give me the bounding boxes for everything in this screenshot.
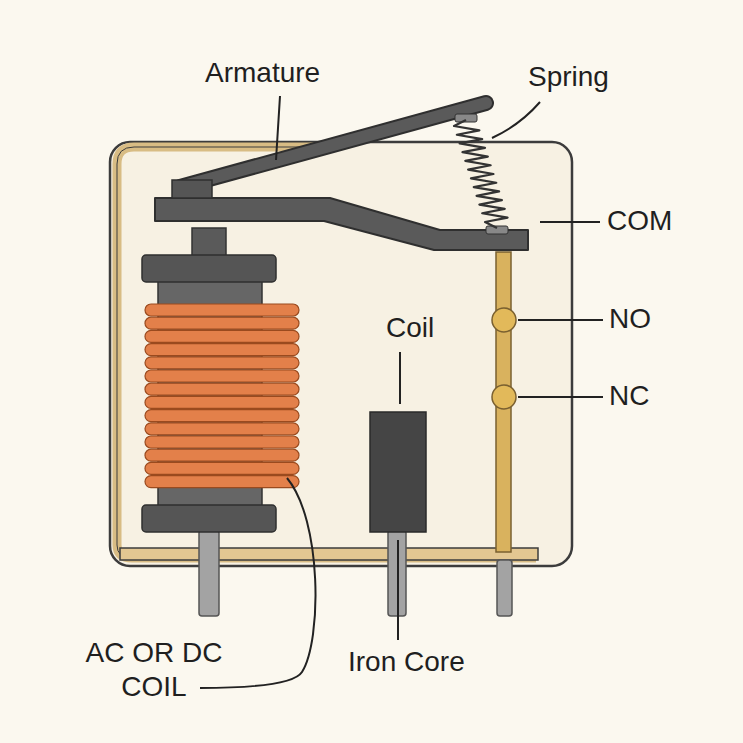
coil-winding [145, 344, 299, 356]
coil-winding [145, 370, 299, 382]
terminal-label: COM [607, 204, 672, 238]
spring-coil [454, 120, 508, 228]
armature-lever-edge [180, 103, 486, 187]
core-stem [192, 228, 226, 258]
coil-winding [145, 423, 299, 435]
coil-winding [145, 476, 299, 488]
leader-line [540, 221, 600, 223]
housing-frame [117, 147, 536, 558]
leader-line [399, 352, 401, 404]
base-plate [120, 548, 538, 560]
coil-bottom-cap [142, 505, 276, 532]
iron-core-block [370, 412, 426, 532]
coil-winding [145, 436, 299, 448]
contact-pin [497, 560, 512, 616]
spring-coil-path [454, 120, 508, 228]
nc-contact [492, 385, 516, 409]
coil-windings [145, 304, 299, 488]
part-label: Spring [528, 60, 609, 94]
part-label: Iron Core [348, 645, 465, 679]
coil-winding [145, 330, 299, 342]
coil-winding [145, 317, 299, 329]
coil-pin [199, 530, 219, 616]
no-contact [492, 308, 516, 332]
terminal-label: NC [609, 379, 649, 413]
coil-top-cap [142, 255, 276, 282]
leader-line [492, 102, 540, 138]
leader-line [518, 396, 603, 398]
coil-winding [145, 357, 299, 369]
leader-line [518, 319, 603, 321]
leader-line [397, 540, 399, 640]
armature-lever [180, 103, 486, 187]
part-label: Armature [205, 56, 320, 90]
coil-winding [145, 410, 299, 422]
armature-hinge [172, 180, 212, 198]
terminal-label: NO [609, 302, 651, 336]
coil-winding [145, 396, 299, 408]
part-label: AC OR DC COIL [70, 636, 238, 703]
housing-frame-edge [117, 147, 536, 558]
armature-plate [155, 198, 528, 250]
coil-winding [145, 304, 299, 316]
part-label: Coil [386, 311, 434, 345]
coil-winding [145, 462, 299, 474]
coil-winding [145, 449, 299, 461]
relay-housing [110, 142, 572, 566]
leader-line [276, 96, 280, 160]
coil-winding [145, 383, 299, 395]
